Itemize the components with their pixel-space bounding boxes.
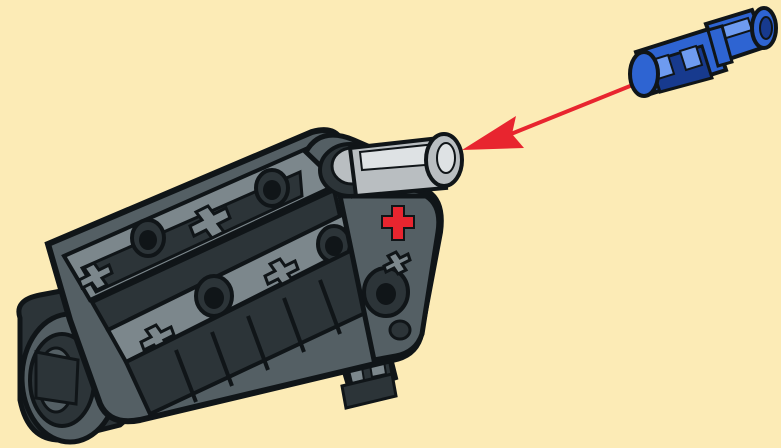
instruction-step-canvas bbox=[0, 0, 781, 448]
instruction-illustration bbox=[0, 0, 781, 448]
